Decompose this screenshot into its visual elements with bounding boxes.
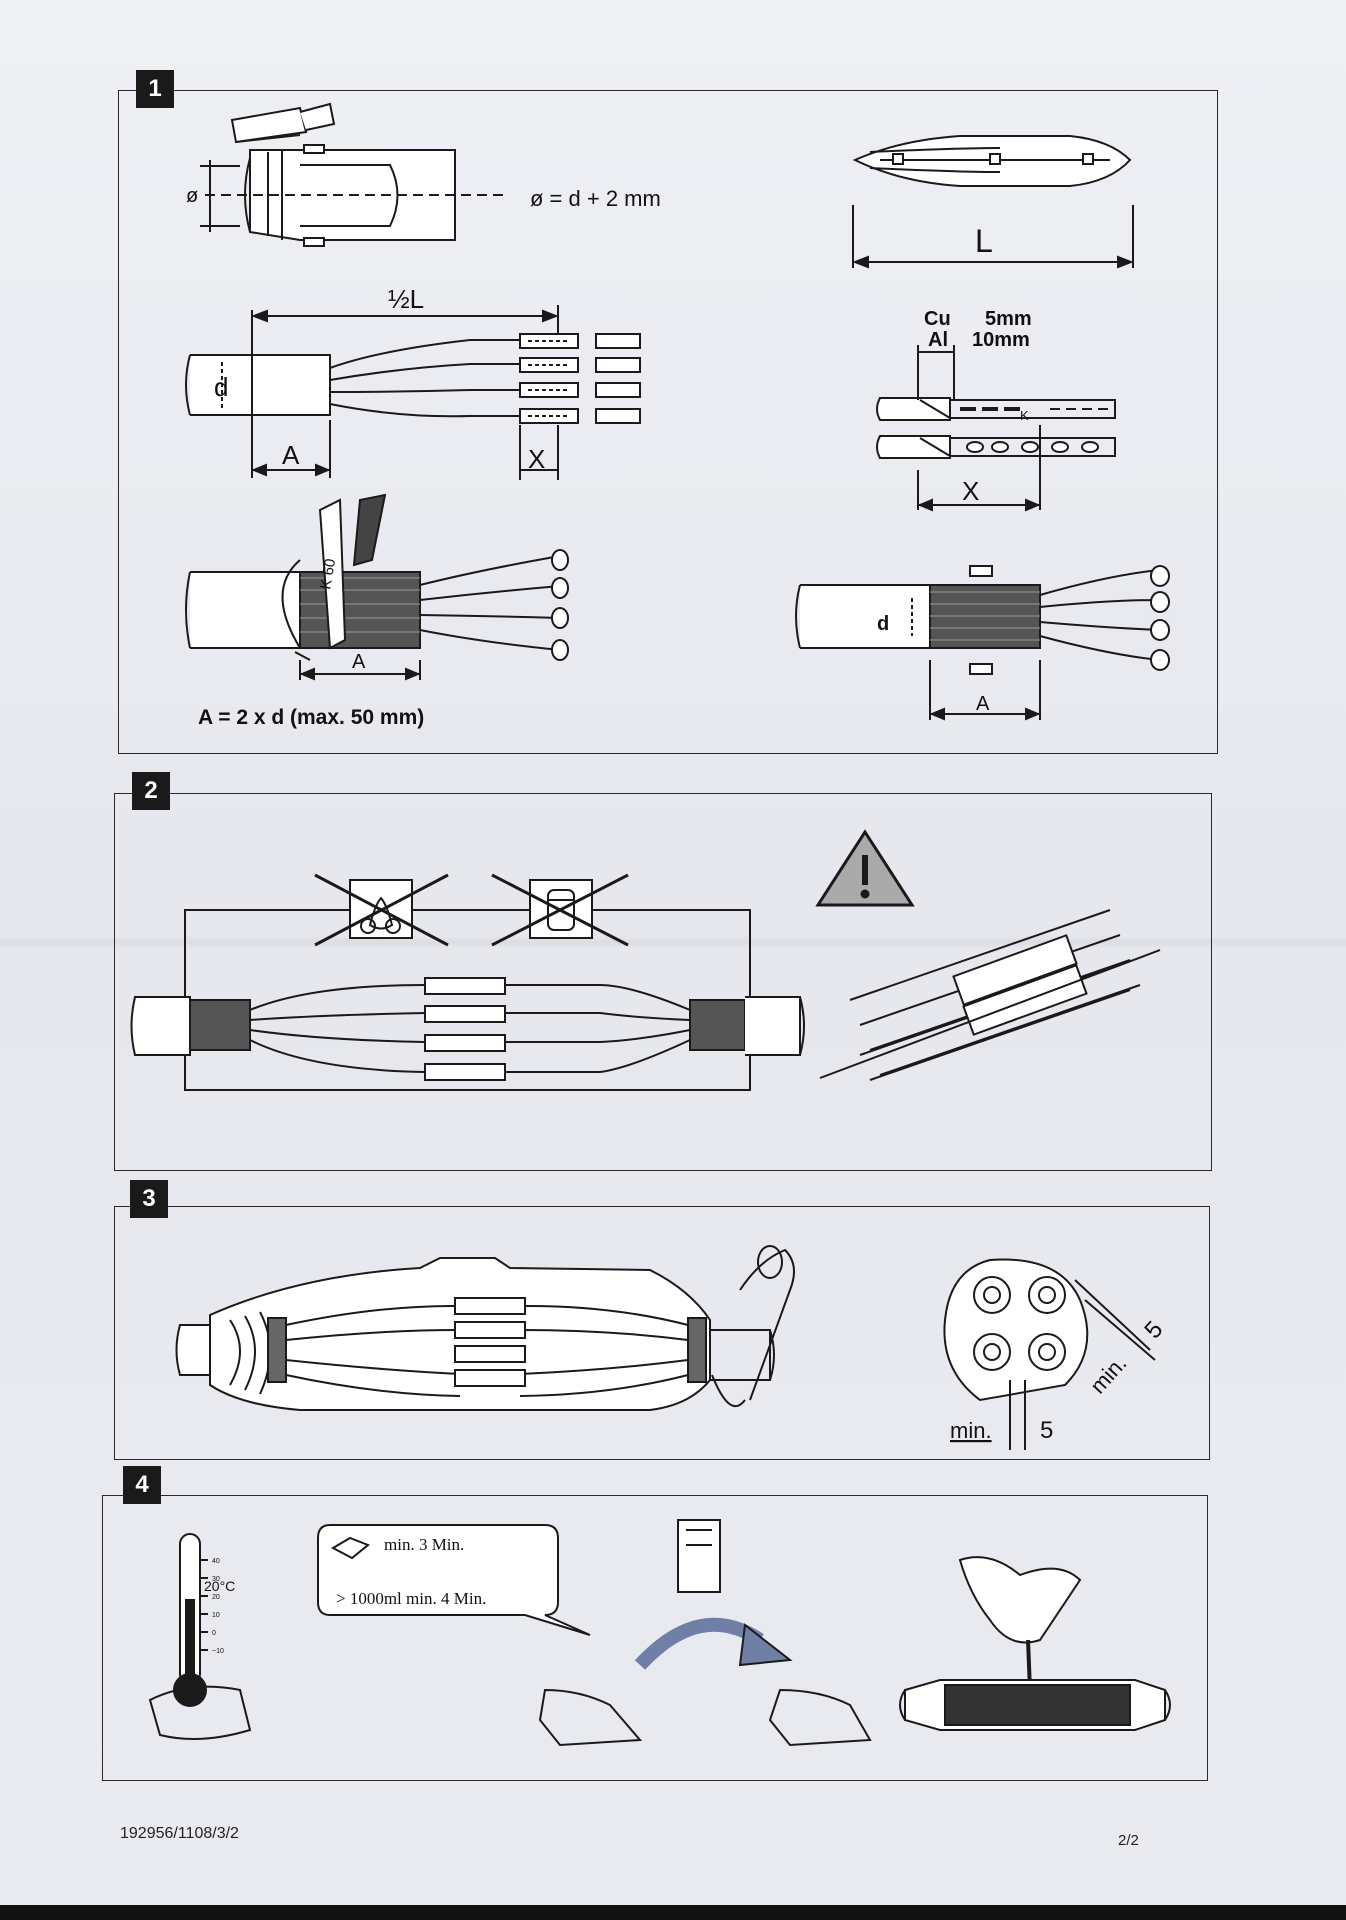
stripped-cable-drawing — [185, 305, 641, 480]
length-label: L — [975, 223, 993, 259]
thermometer-tick-minus10: −10 — [212, 1648, 224, 1655]
diameter-formula: ø = d + 2 mm — [530, 186, 661, 211]
thermometer-tick-40: 40 — [212, 1558, 220, 1565]
thermometer-tick-30: 30 — [212, 1576, 220, 1583]
k-mark-label: K — [1020, 408, 1029, 423]
speech-bubble — [317, 1524, 591, 1636]
mix-time-line-1: min. 3 Min. — [384, 1535, 465, 1554]
bag-mixing-drawing — [538, 1519, 872, 1747]
conductor-strip-detail-drawing — [876, 345, 1116, 512]
thermometer-tick-0: 0 — [212, 1630, 216, 1637]
scan-edge — [0, 1905, 1346, 1920]
al-label: Al — [928, 329, 948, 351]
min-value-vertical: 5 — [1040, 1417, 1053, 1444]
x-label-stripped: X — [528, 444, 545, 474]
panel-1-number: 1 — [136, 70, 174, 108]
pouring-resin-drawing — [899, 1556, 1171, 1731]
taped-cable-drawing — [795, 565, 1170, 721]
mould-assembly-drawing — [175, 1245, 795, 1411]
knife-icon — [230, 102, 336, 144]
panel-2-number: 2 — [132, 772, 170, 810]
document-code: 192956/1108/3/2 — [120, 1825, 239, 1842]
sheath-end-drawing — [200, 144, 505, 247]
x-label-detail: X — [962, 476, 979, 506]
min-label-vertical: min. — [950, 1418, 992, 1443]
connector-perspective-drawing — [819, 909, 1161, 1081]
warning-icon — [815, 829, 915, 907]
half-length-label: ½L — [388, 284, 424, 314]
taping-cable-drawing — [185, 493, 569, 681]
joint-body-drawing — [852, 135, 1134, 269]
diameter-symbol-label: ø — [186, 185, 198, 207]
cross-section-drawing — [943, 1258, 1156, 1450]
panel-1 — [118, 90, 1218, 754]
thermometer-tick-10: 10 — [212, 1612, 220, 1619]
panel-3-number: 3 — [130, 1180, 168, 1218]
cu-value: 5mm — [985, 308, 1032, 330]
d-label-taped: d — [877, 613, 889, 635]
resin-bag-icon — [330, 1536, 370, 1560]
al-value: 10mm — [972, 329, 1030, 351]
thermometer-temperature: 20°C — [204, 1578, 235, 1594]
page-number: 2/2 — [1118, 1832, 1139, 1849]
panel-3 — [114, 1206, 1210, 1460]
panel-4 — [102, 1495, 1208, 1781]
no-oil-icon — [491, 873, 629, 947]
thermometer-tick-20: 20 — [212, 1594, 220, 1601]
connector-joint-drawing — [130, 977, 805, 1081]
tape-k60-label: K 60 — [317, 557, 339, 590]
area-formula: A = 2 x d (max. 50 mm) — [198, 706, 425, 729]
a-label-taping: A — [352, 651, 366, 673]
panel-4-number: 4 — [123, 1466, 161, 1504]
mix-time-line-2: > 1000ml min. 4 Min. — [336, 1589, 487, 1608]
cu-label: Cu — [924, 308, 951, 330]
panel-2 — [114, 793, 1212, 1171]
a-label-taped: A — [976, 693, 990, 715]
a-label-stripped: A — [282, 440, 300, 470]
thermometer-icon — [148, 1533, 252, 1740]
d-label-stripped: d — [214, 372, 228, 402]
no-water-icon — [314, 873, 449, 947]
